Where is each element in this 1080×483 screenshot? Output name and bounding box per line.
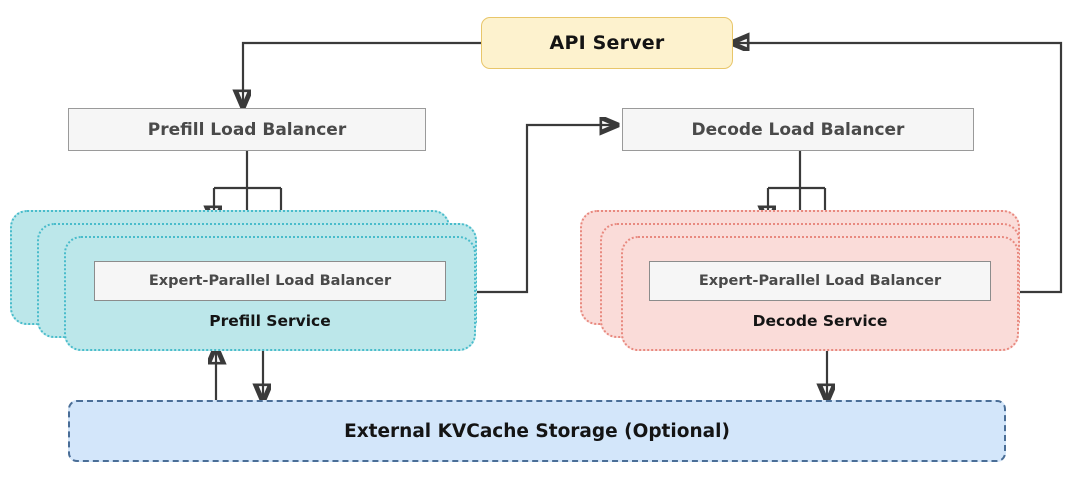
node-api-server[interactable]: API Server — [481, 17, 733, 69]
prefill-service-replica-front[interactable]: Expert-Parallel Load Balancer Prefill Se… — [64, 236, 476, 351]
edge-api-to-prefill-lb — [243, 41, 481, 106]
prefill-load-balancer-label: Prefill Load Balancer — [147, 119, 347, 140]
node-prefill-load-balancer[interactable]: Prefill Load Balancer — [68, 108, 426, 151]
prefill-expert-parallel-load-balancer[interactable]: Expert-Parallel Load Balancer — [94, 261, 446, 301]
decode-service-label: Decode Service — [752, 312, 888, 330]
node-decode-load-balancer[interactable]: Decode Load Balancer — [622, 108, 974, 151]
api-server-label: API Server — [549, 32, 665, 54]
decode-load-balancer-label: Decode Load Balancer — [691, 119, 905, 140]
node-external-kvcache-storage[interactable]: External KVCache Storage (Optional) — [68, 400, 1006, 462]
decode-expert-parallel-load-balancer[interactable]: Expert-Parallel Load Balancer — [649, 261, 991, 301]
prefill-service-label: Prefill Service — [209, 312, 331, 330]
kvcache-storage-label: External KVCache Storage (Optional) — [344, 420, 730, 442]
prefill-expert-parallel-label: Expert-Parallel Load Balancer — [148, 273, 392, 289]
decode-expert-parallel-label: Expert-Parallel Load Balancer — [698, 273, 942, 289]
decode-service-replica-front[interactable]: Expert-Parallel Load Balancer Decode Ser… — [621, 236, 1019, 351]
